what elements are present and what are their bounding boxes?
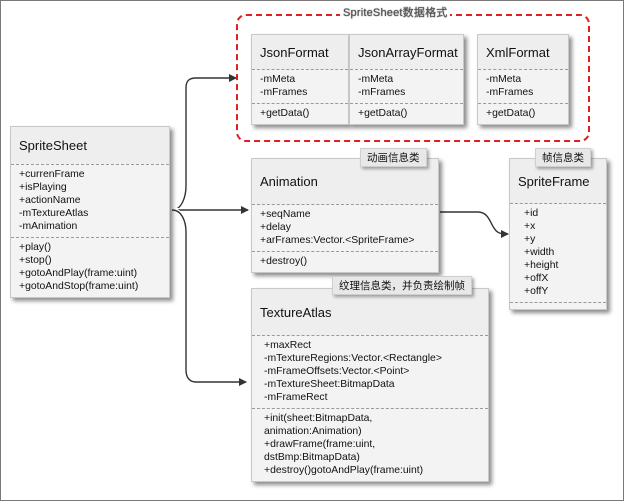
class-json-format: JsonFormat -mMeta -mFrames +getData() bbox=[251, 34, 349, 125]
class-animation: Animation +seqName +delay +arFrames:Vect… bbox=[251, 158, 439, 273]
methods-section: +play() +stop() +gotoAndPlay(frame:uint)… bbox=[11, 237, 169, 297]
field: +arFrames:Vector.<SpriteFrame> bbox=[260, 235, 415, 246]
method: +init(sheet:BitmapData, bbox=[264, 413, 373, 424]
field: +height bbox=[524, 260, 559, 271]
class-name: SpriteSheet bbox=[11, 127, 169, 164]
fields-section: +seqName +delay +arFrames:Vector.<Sprite… bbox=[252, 204, 438, 251]
field: +isPlaying bbox=[19, 182, 67, 193]
method: +play() bbox=[19, 242, 52, 253]
class-json-array-format: JsonArrayFormat -mMeta -mFrames +getData… bbox=[349, 34, 464, 125]
methods-section bbox=[510, 302, 606, 309]
field: -mMeta bbox=[260, 74, 296, 85]
field: +currenFrame bbox=[19, 169, 85, 180]
class-texture-atlas: TextureAtlas +maxRect -mTextureRegions:V… bbox=[251, 288, 489, 482]
field: +y bbox=[524, 234, 536, 245]
field: +id bbox=[524, 208, 539, 219]
field: -mTextureAtlas bbox=[19, 208, 89, 219]
method: +drawFrame(frame:uint, bbox=[264, 439, 376, 450]
methods-section: +destroy() bbox=[252, 251, 438, 272]
fields-section: -mMeta -mFrames bbox=[350, 69, 463, 103]
field: +actionName bbox=[19, 195, 81, 206]
field: +offY bbox=[524, 286, 549, 297]
field: -mFrameRect bbox=[264, 392, 328, 403]
class-xml-format: XmlFormat -mMeta -mFrames +getData() bbox=[477, 34, 569, 125]
field: -mFrames bbox=[260, 87, 308, 98]
field: -mMeta bbox=[358, 74, 394, 85]
method: +getData() bbox=[260, 108, 310, 119]
methods-section: +getData() bbox=[350, 103, 463, 124]
field: -mAnimation bbox=[19, 221, 78, 232]
field: +maxRect bbox=[264, 340, 312, 351]
class-name: JsonArrayFormat bbox=[350, 35, 463, 69]
animation-annotation: 动画信息类 bbox=[360, 148, 427, 167]
field: +seqName bbox=[260, 209, 311, 220]
class-name: XmlFormat bbox=[478, 35, 568, 69]
fields-section: -mMeta -mFrames bbox=[478, 69, 568, 103]
field: +offX bbox=[524, 273, 549, 284]
fields-section: -mMeta -mFrames bbox=[252, 69, 348, 103]
class-name: JsonFormat bbox=[252, 35, 348, 69]
methods-section: +getData() bbox=[478, 103, 568, 124]
field: -mMeta bbox=[486, 74, 522, 85]
methods-section: +getData() bbox=[252, 103, 348, 124]
class-name: TextureAtlas bbox=[252, 289, 488, 335]
sprite-frame-annotation: 帧信息类 bbox=[535, 148, 591, 167]
method: +getData() bbox=[486, 108, 536, 119]
field: +delay bbox=[260, 222, 291, 233]
fields-section: +currenFrame +isPlaying +actionName -mTe… bbox=[11, 164, 169, 237]
field: -mFrameOffsets:Vector.<Point> bbox=[264, 366, 410, 377]
field: -mFrames bbox=[486, 87, 534, 98]
texture-atlas-annotation: 纹理信息类，并负责绘制帧 bbox=[332, 276, 472, 295]
method: dstBmp:BitmapData) bbox=[264, 452, 360, 463]
method: +gotoAndPlay(frame:uint) bbox=[19, 268, 138, 279]
fields-section: +id +x +y +width +height +offX +offY bbox=[510, 203, 606, 302]
field: +x bbox=[524, 221, 536, 232]
method: +getData() bbox=[358, 108, 408, 119]
fields-section: +maxRect -mTextureRegions:Vector.<Rectan… bbox=[252, 335, 488, 408]
methods-section: +init(sheet:BitmapData, animation:Animat… bbox=[252, 408, 488, 481]
field: -mTextureSheet:BitmapData bbox=[264, 379, 395, 390]
field: -mFrames bbox=[358, 87, 406, 98]
class-sprite-sheet: SpriteSheet +currenFrame +isPlaying +act… bbox=[10, 126, 170, 298]
method: +gotoAndStop(frame:uint) bbox=[19, 281, 139, 292]
field: -mTextureRegions:Vector.<Rectangle> bbox=[264, 353, 442, 364]
method: +stop() bbox=[19, 255, 52, 266]
field: +width bbox=[524, 247, 555, 258]
method: +destroy() bbox=[260, 256, 308, 267]
method: animation:Animation) bbox=[264, 426, 362, 437]
method: +destroy()gotoAndPlay(frame:uint) bbox=[264, 465, 424, 476]
class-sprite-frame: SpriteFrame +id +x +y +width +height +of… bbox=[509, 158, 607, 310]
data-format-group-title: SpriteSheet数据格式 bbox=[340, 4, 451, 20]
